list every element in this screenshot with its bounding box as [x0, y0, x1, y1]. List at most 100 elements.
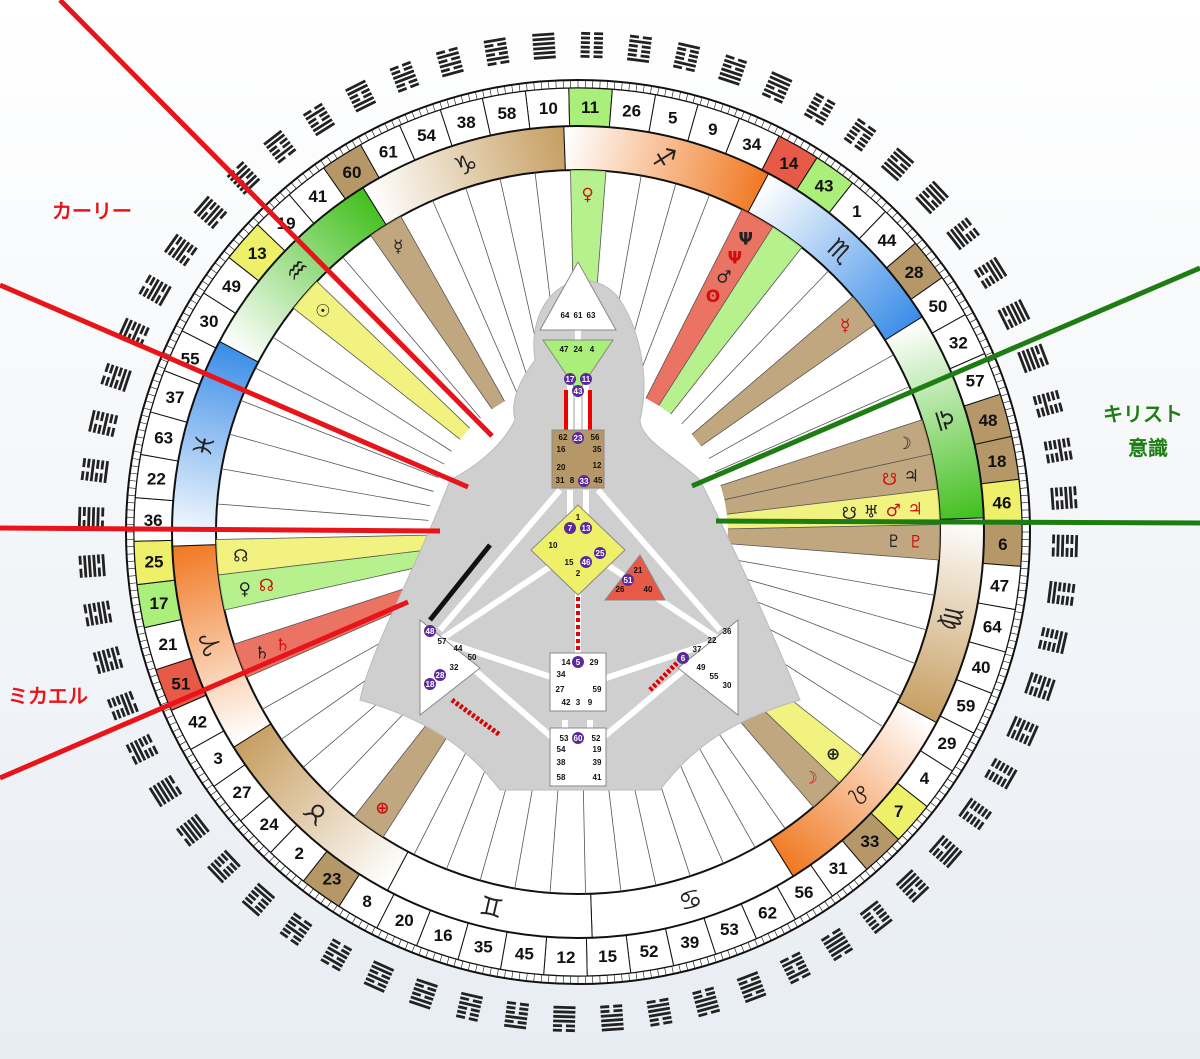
tick — [351, 140, 357, 148]
tick — [1010, 429, 1019, 432]
tick — [613, 81, 616, 90]
tick — [136, 625, 145, 628]
tick — [1011, 625, 1020, 628]
gate-number: 36 — [144, 511, 163, 530]
tick — [143, 653, 152, 657]
tick — [606, 80, 608, 89]
hexagram-ring — [77, 31, 1079, 1033]
spoke — [726, 488, 938, 515]
gate-number: 16 — [434, 926, 453, 945]
tick — [985, 351, 993, 356]
active-gate-dot — [564, 373, 576, 385]
tick — [384, 123, 389, 131]
tick — [166, 345, 174, 350]
tick — [969, 741, 977, 746]
active-gate-dot — [580, 373, 592, 385]
tick — [727, 106, 731, 115]
gate-label: 34 — [557, 670, 566, 679]
gate-number: 2 — [294, 844, 303, 863]
gate-wedge — [658, 226, 802, 415]
spoke — [708, 354, 894, 459]
gate-label: 55 — [710, 672, 719, 681]
tick — [760, 936, 765, 944]
gate-label: 47 — [560, 345, 569, 354]
gate-label: 27 — [556, 685, 565, 694]
tick — [228, 245, 235, 251]
planet-icon: ☿ — [840, 316, 850, 336]
gate-label: 46 — [582, 558, 591, 567]
gate-wedge — [724, 454, 938, 515]
tick — [1013, 443, 1022, 446]
hexagram — [946, 217, 981, 251]
channel — [595, 488, 723, 632]
tick — [496, 968, 499, 977]
tick — [1008, 421, 1017, 425]
tick — [740, 111, 745, 120]
gate-wedge — [370, 216, 505, 410]
hexagram — [880, 147, 915, 182]
tick — [1017, 465, 1026, 468]
tick — [285, 187, 291, 194]
gate-number: 4 — [920, 769, 930, 788]
gate-label: 19 — [593, 745, 602, 754]
tick — [134, 443, 143, 446]
tick — [302, 173, 308, 180]
tick — [1004, 407, 1013, 411]
gate-number: 49 — [222, 277, 241, 296]
hexagram — [148, 774, 183, 808]
channel — [439, 637, 561, 683]
tick — [754, 939, 759, 947]
gate-number: 54 — [417, 126, 436, 145]
tick — [418, 947, 422, 956]
tick — [621, 82, 623, 91]
tick — [351, 916, 357, 924]
tick — [397, 939, 402, 947]
hexagram — [928, 834, 963, 869]
tick — [979, 721, 987, 726]
hexagram — [895, 869, 930, 903]
active-gate-dot — [564, 522, 576, 534]
hexagram — [1006, 715, 1039, 747]
gate-number: 6 — [998, 535, 1007, 554]
tick — [364, 923, 369, 931]
tick — [291, 875, 297, 882]
tick — [194, 766, 202, 771]
tick — [806, 144, 811, 152]
spoke — [700, 324, 875, 447]
spoke — [221, 468, 431, 507]
tick — [875, 860, 882, 868]
tick — [147, 393, 156, 397]
gate-label: 30 — [723, 681, 732, 690]
tick — [1000, 667, 1009, 671]
planet-icon: ☽ — [803, 769, 818, 789]
tick — [518, 83, 521, 92]
tick — [163, 708, 171, 713]
gate-number: 10 — [539, 99, 558, 118]
tick — [202, 778, 209, 784]
christ-label-line2: 意識 — [1128, 436, 1168, 460]
tick — [202, 280, 209, 286]
gate-number: 53 — [720, 920, 739, 939]
gate-label: 59 — [593, 685, 602, 694]
tick — [734, 947, 738, 956]
gate-label: 60 — [574, 734, 583, 743]
spoke — [658, 226, 774, 406]
gate-label: 44 — [454, 644, 463, 653]
gate-number: 45 — [515, 945, 534, 964]
spoke — [724, 453, 932, 501]
tick — [657, 968, 660, 977]
tick — [942, 784, 950, 790]
tick — [1011, 436, 1020, 439]
gate-wedge — [691, 296, 875, 447]
tick — [467, 962, 471, 971]
gate-number: 41 — [308, 187, 327, 206]
tick — [954, 766, 962, 771]
tick — [906, 829, 914, 836]
tick — [891, 212, 898, 219]
channel — [438, 557, 562, 643]
tick — [969, 318, 977, 323]
tick — [137, 429, 146, 432]
active-gate-dot — [580, 556, 592, 568]
tick — [154, 372, 163, 376]
